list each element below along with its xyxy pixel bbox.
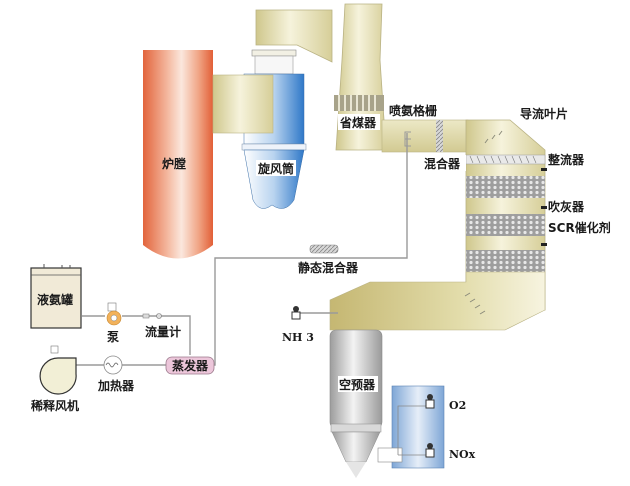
label-nh3-analyzer: NH 3: [282, 331, 314, 344]
o2-analyzer-icon: [425, 394, 435, 409]
label-soot-blower: 吹灰器: [548, 199, 585, 214]
label-heater: 加热器: [97, 378, 135, 393]
label-dilution-fan: 稀释风机: [31, 398, 79, 413]
label-cyclone: 旋风筒: [257, 161, 294, 176]
label-evaporator: 蒸发器: [172, 358, 209, 373]
label-furnace: 炉膛: [162, 156, 186, 171]
catalyst-layer-3: [466, 250, 545, 272]
liquid-ammonia-tank: [30, 264, 82, 329]
label-ammonia-grid: 喷氨格栅: [389, 103, 437, 118]
label-scr-catalyst: SCR催化剂: [548, 220, 611, 235]
analyzer-cabinet: [377, 385, 445, 469]
furnace: [143, 50, 213, 280]
ammonia-injection-grid: [436, 120, 443, 152]
dilution-fan-icon: [39, 345, 77, 395]
label-rectifier: 整流器: [547, 152, 585, 167]
label-nox-analyzer: NOx: [449, 448, 476, 461]
label-air-preheater: 空预器: [339, 377, 376, 392]
outlet-duct: [329, 271, 546, 331]
static-mixer: [309, 244, 339, 254]
label-static-mixer: 静态混合器: [298, 260, 359, 275]
label-liquid-ammonia-tank: 液氨罐: [37, 292, 73, 307]
injection-nozzle: [404, 131, 411, 147]
label-pump: 泵: [107, 330, 119, 344]
soot-blower-nozzle: [541, 243, 547, 246]
heater-icon: [103, 355, 123, 375]
nox-analyzer-icon: [425, 443, 435, 458]
label-guide-vanes: 导流叶片: [520, 106, 568, 121]
soot-blower-nozzle: [541, 206, 547, 209]
pump-icon: [106, 302, 122, 326]
top-hood: [251, 9, 333, 75]
label-flow-meter: 流量计: [145, 324, 181, 339]
nh3-analyzer-icon: [291, 306, 301, 320]
evaporator: [165, 356, 215, 375]
catalyst-layer-1: [466, 176, 545, 198]
label-economizer: 省煤器: [339, 115, 377, 130]
furnace-outlet-duct: [212, 74, 274, 134]
catalyst-layer-2: [466, 214, 545, 236]
label-mixer: 混合器: [424, 156, 461, 171]
scr-reactor: [465, 119, 547, 311]
horizontal-flue-duct: [381, 119, 469, 153]
label-o2-analyzer: O2: [449, 399, 466, 412]
soot-blower-nozzle: [541, 168, 547, 171]
flow-meter-icon: [142, 313, 162, 319]
air-preheater: [329, 329, 383, 478]
